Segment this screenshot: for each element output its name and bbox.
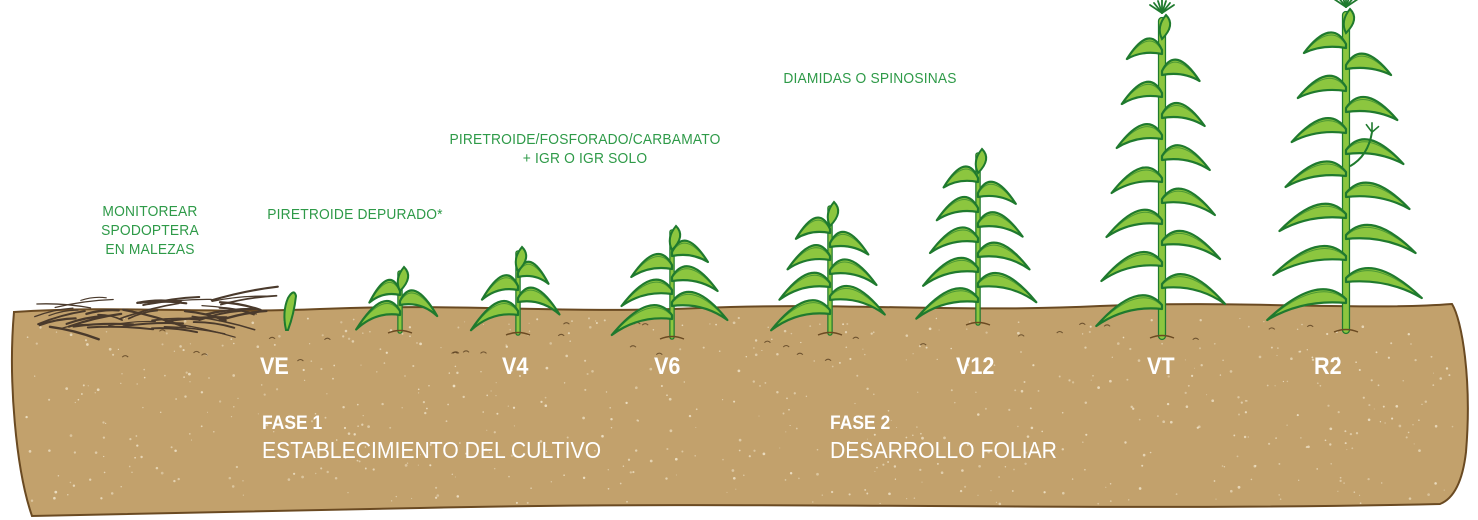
plants-group bbox=[283, 0, 1423, 341]
stage-label-ve: VE bbox=[260, 353, 289, 380]
monitor-line-3: EN MALEZAS bbox=[105, 241, 195, 258]
monitor-line-1: MONITOREAR bbox=[102, 203, 198, 220]
stage-label-vt: VT bbox=[1147, 353, 1175, 380]
corn-plant-icon bbox=[610, 224, 729, 340]
corn-plant-icon bbox=[915, 147, 1038, 326]
diamidas-note: DIAMIDAS O SPINOSINAS bbox=[783, 70, 957, 87]
corn-plant-icon bbox=[469, 245, 561, 336]
corn-plant-icon bbox=[355, 265, 439, 334]
monitor-note: MONITOREAR SPODOPTERA EN MALEZAS bbox=[76, 202, 223, 259]
mix-note: PIRETROIDE/FOSFORADO/CARBAMATO + IGR O I… bbox=[447, 130, 723, 168]
corn-plant-icon bbox=[283, 291, 298, 331]
mix-line-1: PIRETROIDE/FOSFORADO/CARBAMATO bbox=[449, 131, 721, 148]
monitor-line-2: SPODOPTERA bbox=[101, 222, 199, 239]
phase-1-name: ESTABLECIMIENTO DEL CULTIVO bbox=[262, 437, 602, 463]
phase-2-number: FASE 2 bbox=[830, 413, 891, 434]
corn-plant-icon bbox=[1095, 0, 1227, 341]
phase-1-number: FASE 1 bbox=[262, 413, 323, 434]
stage-label-v12: V12 bbox=[956, 353, 995, 380]
phase-2-name: DESARROLLO FOLIAR bbox=[830, 437, 1057, 463]
mix-line-2: + IGR O IGR SOLO bbox=[522, 150, 648, 167]
piretroide-note: PIRETROIDE DEPURADO* bbox=[267, 206, 443, 223]
stage-label-v4: V4 bbox=[502, 353, 529, 380]
corn-plant-icon bbox=[770, 200, 886, 336]
weeds-icon bbox=[34, 285, 279, 341]
corn-plant-icon bbox=[1266, 0, 1423, 335]
stage-label-v6: V6 bbox=[654, 353, 681, 380]
stage-label-r2: R2 bbox=[1314, 353, 1342, 380]
phase-1: FASE 1 ESTABLECIMIENTO DEL CULTIVO bbox=[262, 412, 601, 464]
soil-icon bbox=[11, 302, 1469, 518]
phase-2: FASE 2 DESARROLLO FOLIAR bbox=[830, 412, 1057, 464]
